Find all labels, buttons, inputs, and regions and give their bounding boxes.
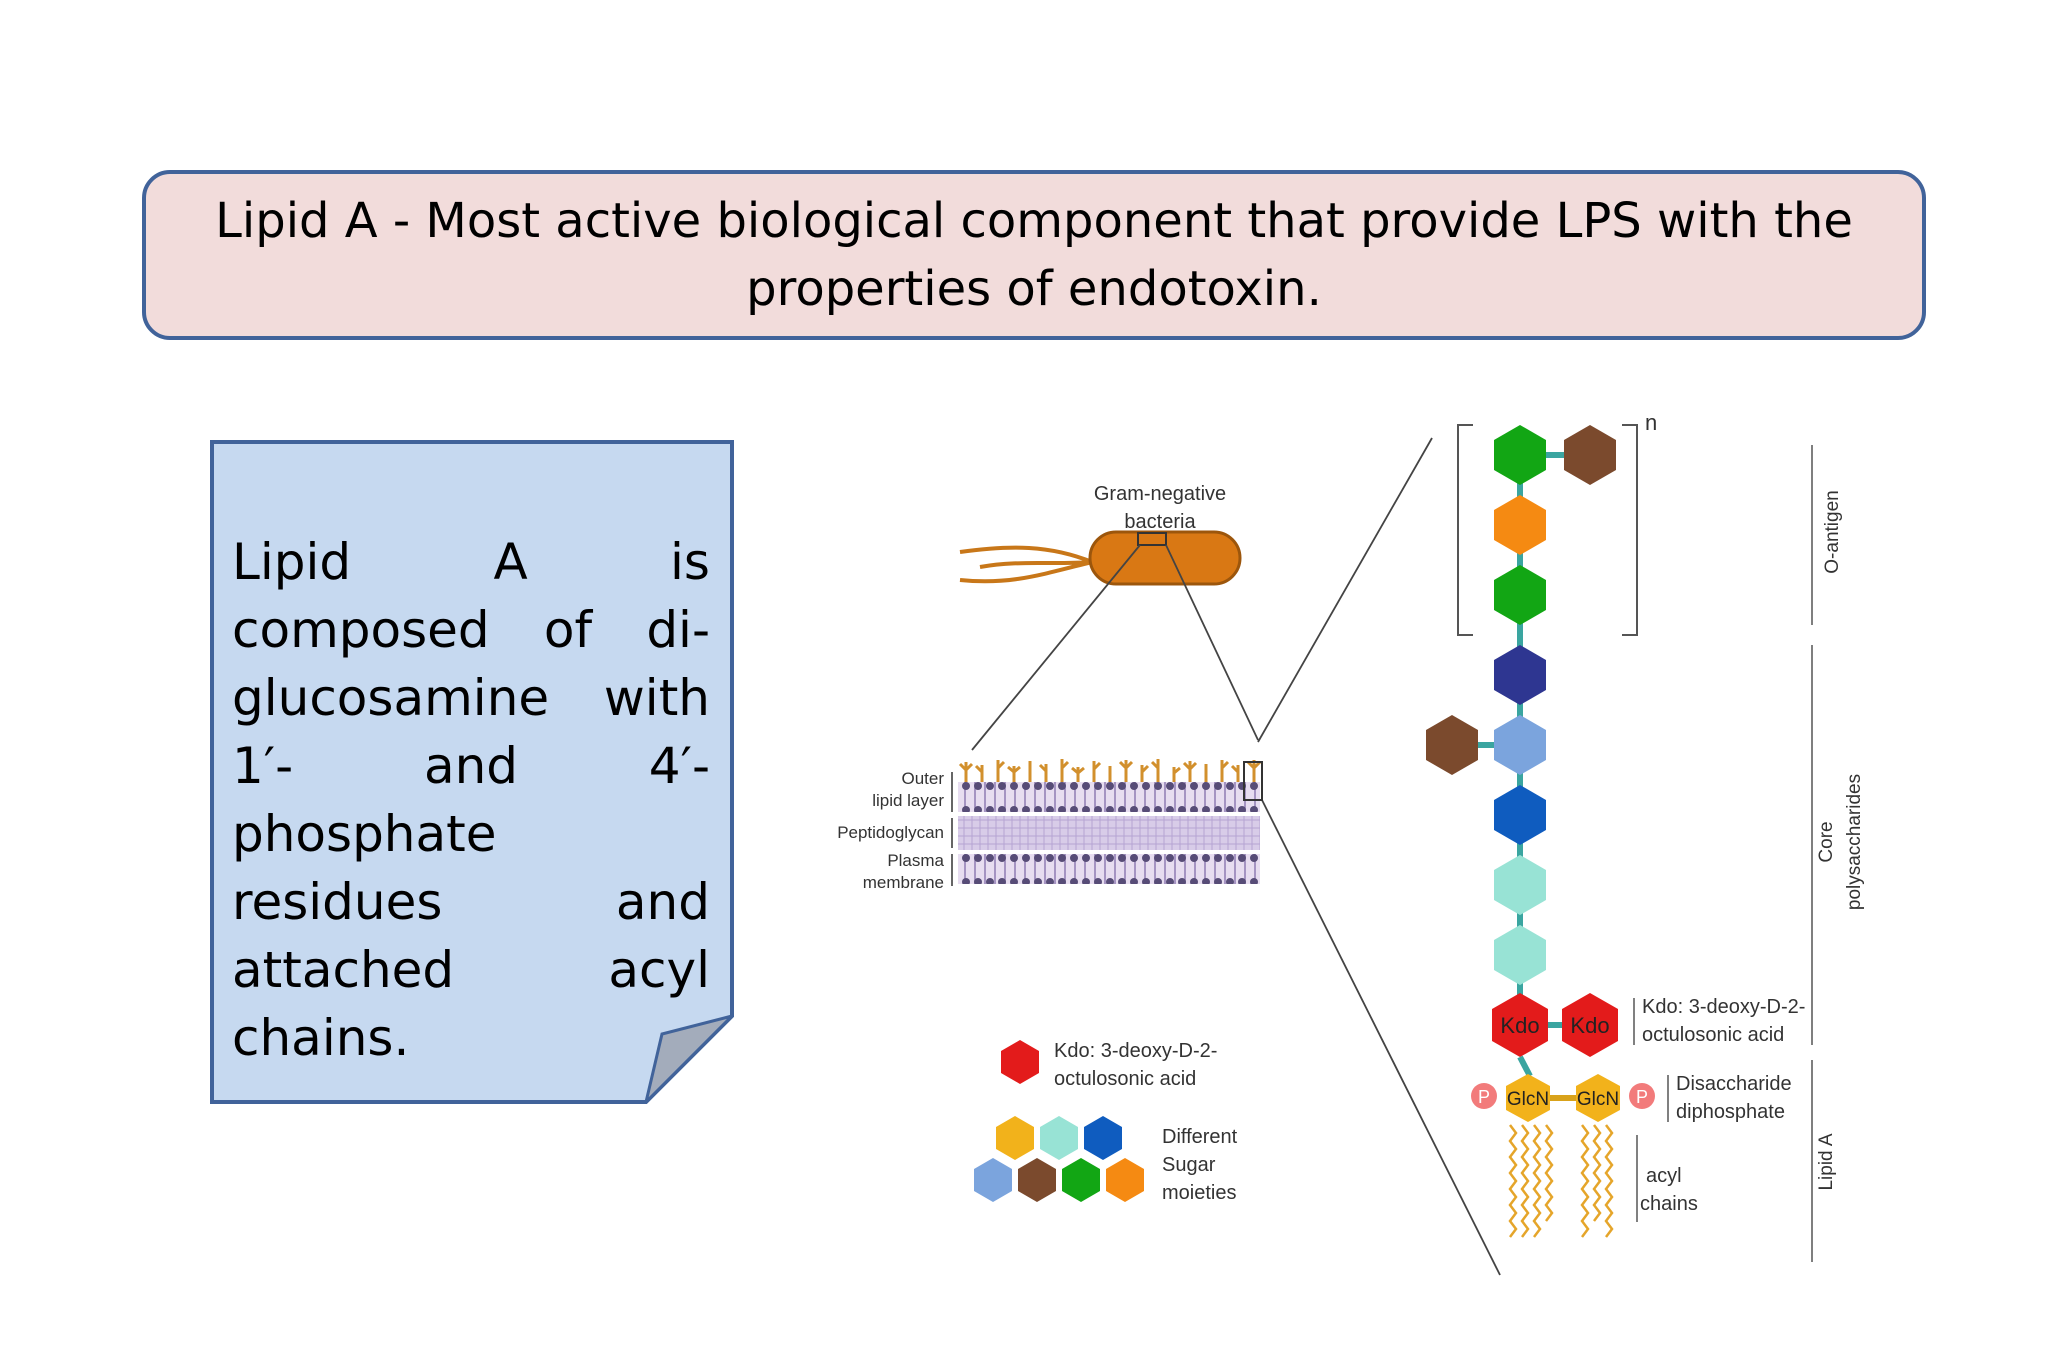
phosphate-label-2: P bbox=[1636, 1087, 1648, 1107]
bacteria-label-2: bacteria bbox=[1124, 511, 1196, 533]
outer-label-2: lipid layer bbox=[872, 791, 944, 810]
folded-note-shape bbox=[210, 440, 734, 1104]
repeat-brackets bbox=[1457, 424, 1638, 636]
phosphate-label-1: P bbox=[1478, 1087, 1490, 1107]
title-line-2: properties of endotoxin. bbox=[746, 261, 1322, 317]
repeat-n: n bbox=[1645, 410, 1657, 435]
legend-kdo-hexagon bbox=[1001, 1040, 1039, 1084]
cell-envelope: Outer lipid layer Peptidoglycan Plasma m… bbox=[837, 759, 1263, 892]
sugar-light-blue bbox=[1494, 715, 1546, 775]
kdo-label-1: Kdo bbox=[1500, 1013, 1539, 1038]
legend-kdo-label-1: Kdo: 3-deoxy-D-2- bbox=[1054, 1040, 1217, 1062]
kdo-desc-1: Kdo: 3-deoxy-D-2- bbox=[1642, 996, 1805, 1018]
phosphate-2 bbox=[1629, 1083, 1655, 1109]
glcn-label-2: GlcN bbox=[1577, 1089, 1619, 1110]
zoom-box-bacterium bbox=[1137, 532, 1167, 546]
disaccharide-desc-2: diphosphate bbox=[1676, 1101, 1785, 1123]
sugar-brown-2 bbox=[1426, 715, 1478, 775]
flagella bbox=[959, 545, 1093, 584]
bacterium: Gram-negative bacteria bbox=[959, 483, 1242, 586]
glcn-hexagon-2 bbox=[1576, 1074, 1620, 1122]
zoom-lines bbox=[971, 437, 1501, 1276]
sugar-green-1 bbox=[1494, 425, 1546, 485]
kdo-desc-2: octulosonic acid bbox=[1642, 1024, 1784, 1046]
region-markers: O-antigen Core polysaccharides Lipid A bbox=[1811, 445, 1865, 1262]
legend-sugar-hexagons bbox=[974, 1116, 1144, 1202]
lps-structure: n Kdo Kdo GlcN bbox=[1426, 410, 1805, 1238]
sugar-green-2 bbox=[1494, 565, 1546, 625]
title-box: Lipid A - Most active biological compone… bbox=[142, 170, 1926, 340]
sugar-orange bbox=[1494, 495, 1546, 555]
bacteria-label-1: Gram-negative bbox=[1094, 483, 1226, 505]
peptidoglycan-layer bbox=[958, 816, 1260, 850]
note-text: Lipid A is composed of di-glucosamine wi… bbox=[232, 533, 710, 1067]
acyl-desc-1: acyl bbox=[1646, 1165, 1682, 1187]
sugar-blue bbox=[1494, 785, 1546, 845]
lps-stalks bbox=[958, 759, 1262, 782]
region-o-antigen: O-antigen bbox=[1822, 490, 1843, 573]
title-line-1: Lipid A - Most active biological compone… bbox=[215, 193, 1853, 249]
phosphate-1 bbox=[1471, 1083, 1497, 1109]
acyl-desc-2: chains bbox=[1640, 1193, 1698, 1215]
peptidoglycan-label: Peptidoglycan bbox=[837, 823, 944, 842]
region-lipid-a: Lipid A bbox=[1816, 1133, 1837, 1190]
lipid-a-headgroup: GlcN GlcN P P bbox=[1471, 1055, 1655, 1122]
region-core-1: Core bbox=[1816, 821, 1837, 862]
legend-sugar-label-1: Different bbox=[1162, 1126, 1238, 1148]
sugar-mint-2 bbox=[1494, 925, 1546, 985]
region-core-2: polysaccharides bbox=[1844, 774, 1865, 910]
legend-kdo-label-2: octulosonic acid bbox=[1054, 1068, 1196, 1090]
plasma-label-1: Plasma bbox=[887, 851, 944, 870]
kdo-hexagon-1 bbox=[1492, 993, 1548, 1057]
sugar-navy bbox=[1494, 645, 1546, 705]
slide-title: Lipid A - Most active biological compone… bbox=[215, 187, 1853, 323]
glcn-hexagon-1 bbox=[1506, 1074, 1550, 1122]
outer-label-1: Outer bbox=[901, 769, 944, 788]
glcn-label-1: GlcN bbox=[1507, 1089, 1549, 1110]
zoom-box-membrane bbox=[1243, 761, 1263, 801]
kdo-label-2: Kdo bbox=[1570, 1013, 1609, 1038]
sugar-brown-1 bbox=[1564, 425, 1616, 485]
legend-sugar-label-3: moieties bbox=[1162, 1182, 1236, 1204]
disaccharide-desc-1: Disaccharide bbox=[1676, 1073, 1792, 1095]
sugar-mint-1 bbox=[1494, 855, 1546, 915]
kdo-hexagon-2 bbox=[1562, 993, 1618, 1057]
plasma-label-2: membrane bbox=[863, 873, 944, 892]
legend: Kdo: 3-deoxy-D-2- octulosonic acid Diffe… bbox=[974, 1040, 1238, 1204]
acyl-chains bbox=[1508, 1124, 1614, 1238]
legend-sugar-label-2: Sugar bbox=[1162, 1154, 1216, 1176]
sugar-chain bbox=[1426, 425, 1618, 1057]
